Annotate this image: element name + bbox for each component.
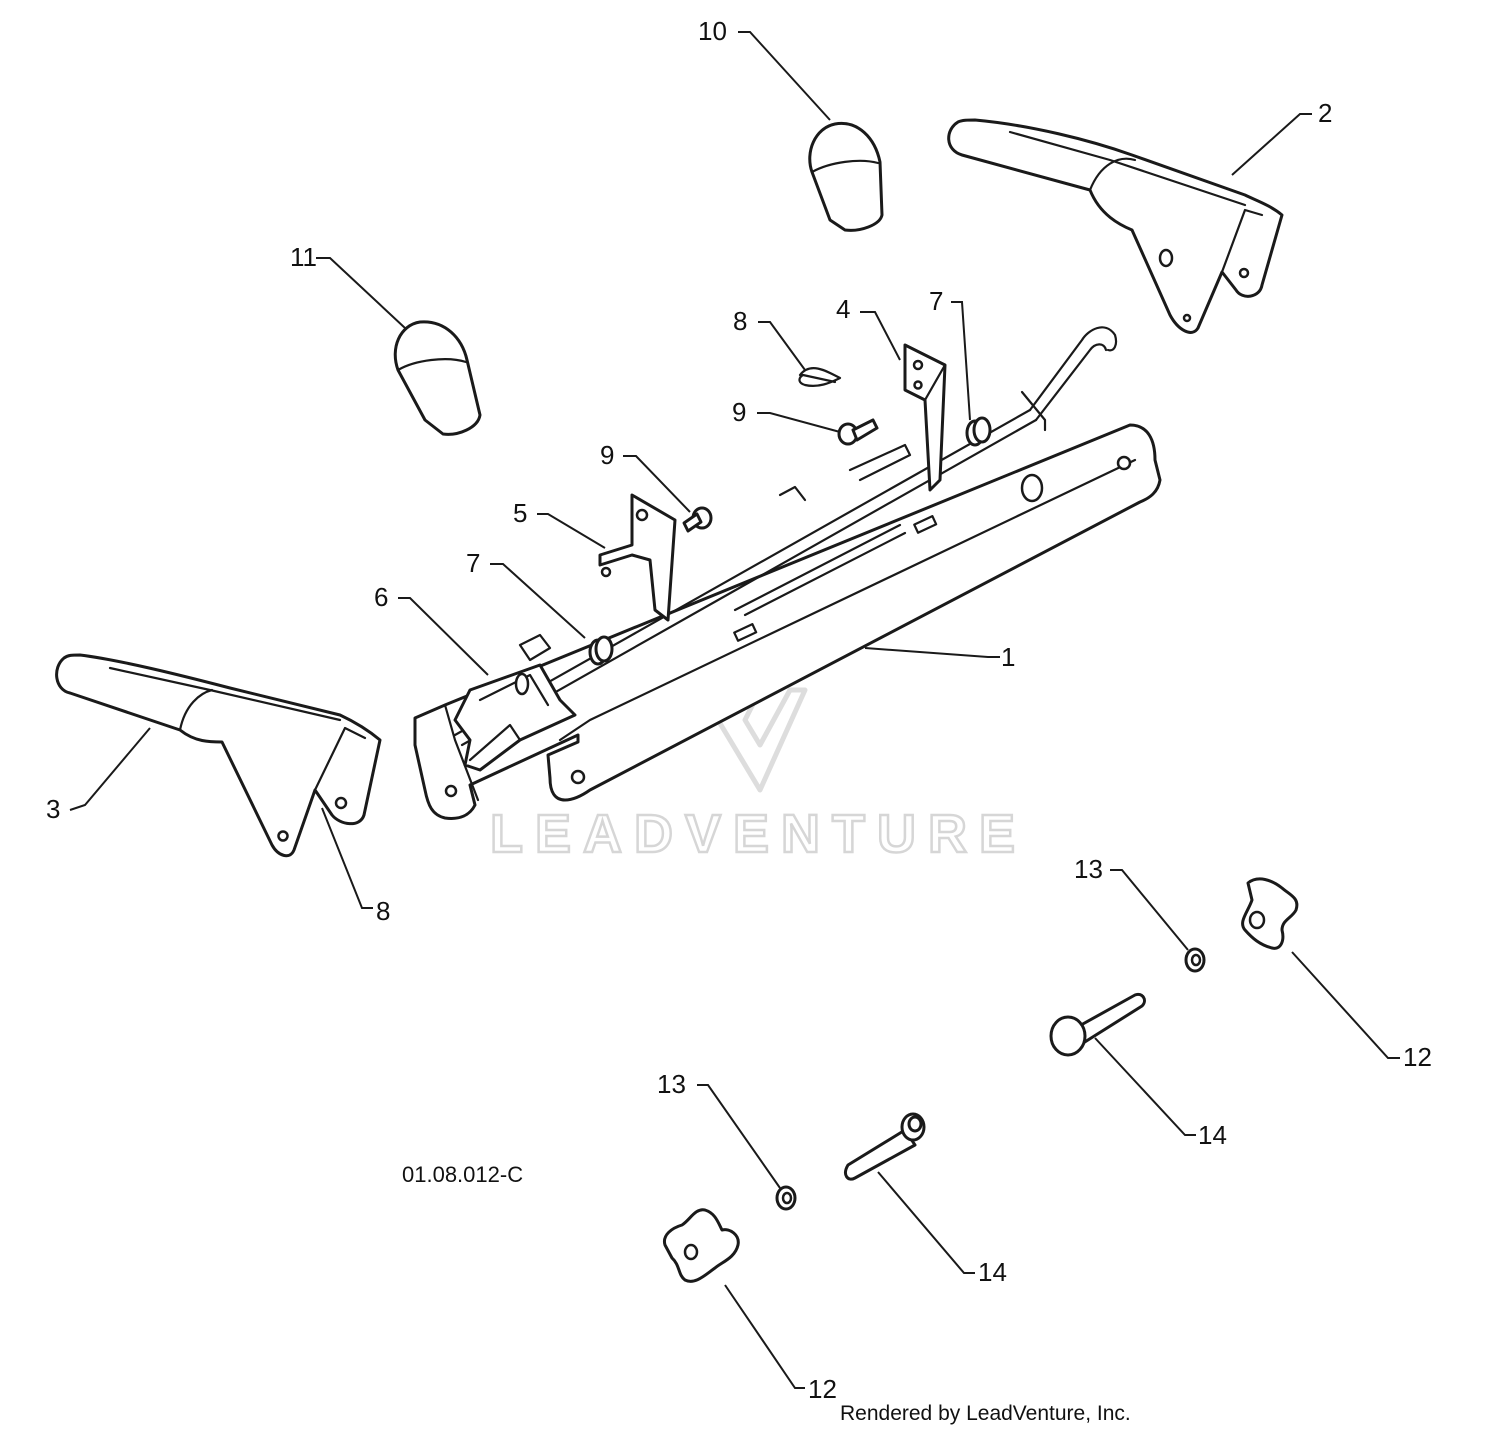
part-9-bolt-top <box>837 418 879 446</box>
part-14-carriage-bolt-left <box>844 1112 926 1181</box>
part-7-spacer-left <box>588 635 614 666</box>
callout-9-left: 9 <box>600 440 614 470</box>
callout-5: 5 <box>513 498 527 528</box>
part-14-carriage-bolt-right <box>1049 992 1146 1057</box>
callout-1: 1 <box>1001 642 1015 672</box>
callout-13-left: 13 <box>657 1069 686 1099</box>
part-3-handle-left <box>55 653 382 858</box>
callout-13-right: 13 <box>1074 854 1103 884</box>
callout-8-top: 8 <box>733 306 747 336</box>
callout-7-right: 7 <box>929 286 943 316</box>
callout-9-top: 9 <box>732 397 746 427</box>
part-7-spacer-right <box>965 416 992 447</box>
part-12-star-knob-left <box>662 1208 740 1283</box>
callout-11: 11 <box>290 242 317 272</box>
callout-10: 10 <box>698 16 727 46</box>
callout-14-left: 14 <box>978 1257 1007 1287</box>
part-9-bolt-left <box>682 506 713 533</box>
part-2-handle-right <box>947 118 1284 334</box>
part-12-star-knob-right <box>1241 877 1299 950</box>
callout-2: 2 <box>1318 98 1332 128</box>
part-13-washer-right <box>1184 947 1206 973</box>
callout-8-left: 8 <box>376 896 390 926</box>
part-6-linkage-bracket <box>453 663 577 772</box>
watermark-text: LEADVENTURE <box>490 804 1027 864</box>
part-5-upright-bracket <box>518 493 677 662</box>
leader-lines <box>69 31 1400 1389</box>
render-credit: Rendered by LeadVenture, Inc. <box>840 1402 1131 1425</box>
callout-12-right: 12 <box>1403 1042 1432 1072</box>
part-4-upright-bracket <box>778 343 947 502</box>
callout-6: 6 <box>374 582 388 612</box>
drawing-reference-code: 01.08.012-C <box>402 1162 523 1187</box>
callout-4: 4 <box>836 294 850 324</box>
callout-3: 3 <box>46 794 60 824</box>
part-8-hairpin-clip-top <box>798 367 842 387</box>
part-11-knob <box>393 320 482 436</box>
part-1-bracket-panel <box>413 423 1162 820</box>
part-10-knob <box>808 121 884 232</box>
callout-12-left: 12 <box>808 1374 837 1404</box>
part-13-washer-left <box>775 1185 797 1211</box>
callout-14-right: 14 <box>1198 1120 1227 1150</box>
callouts: 1 2 3 4 5 6 7 7 8 8 9 9 10 11 12 12 13 1… <box>46 16 1432 1404</box>
callout-7-left: 7 <box>466 548 480 578</box>
